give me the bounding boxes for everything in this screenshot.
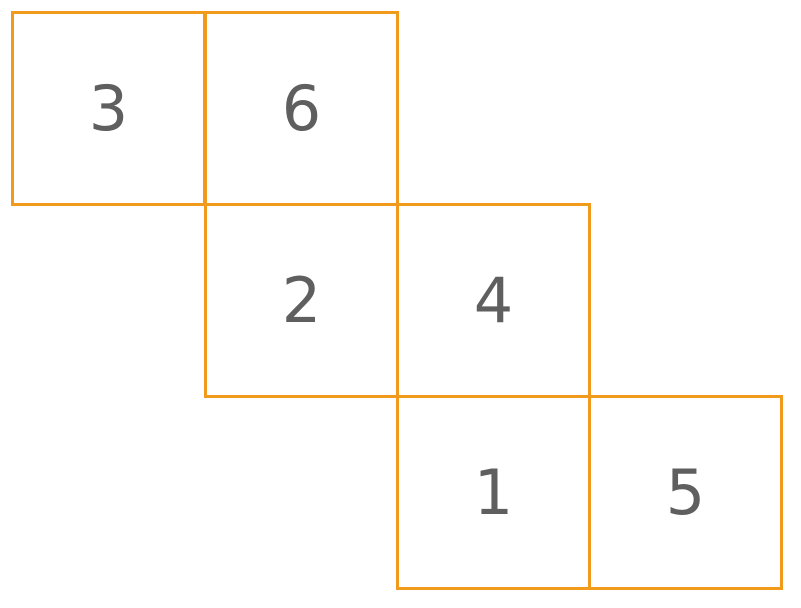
cube-face-2: 6 (204, 11, 399, 206)
cube-face-4: 4 (396, 203, 591, 398)
cube-face-label: 1 (473, 455, 514, 529)
cube-face-6: 5 (588, 395, 783, 590)
cube-face-label: 4 (473, 263, 514, 337)
cube-face-3: 2 (204, 203, 399, 398)
cube-face-label: 6 (281, 71, 322, 145)
cube-face-label: 2 (281, 263, 322, 337)
cube-face-label: 3 (88, 71, 129, 145)
cube-face-label: 5 (665, 455, 706, 529)
cube-face-5: 1 (396, 395, 591, 590)
cube-face-1: 3 (11, 11, 206, 206)
